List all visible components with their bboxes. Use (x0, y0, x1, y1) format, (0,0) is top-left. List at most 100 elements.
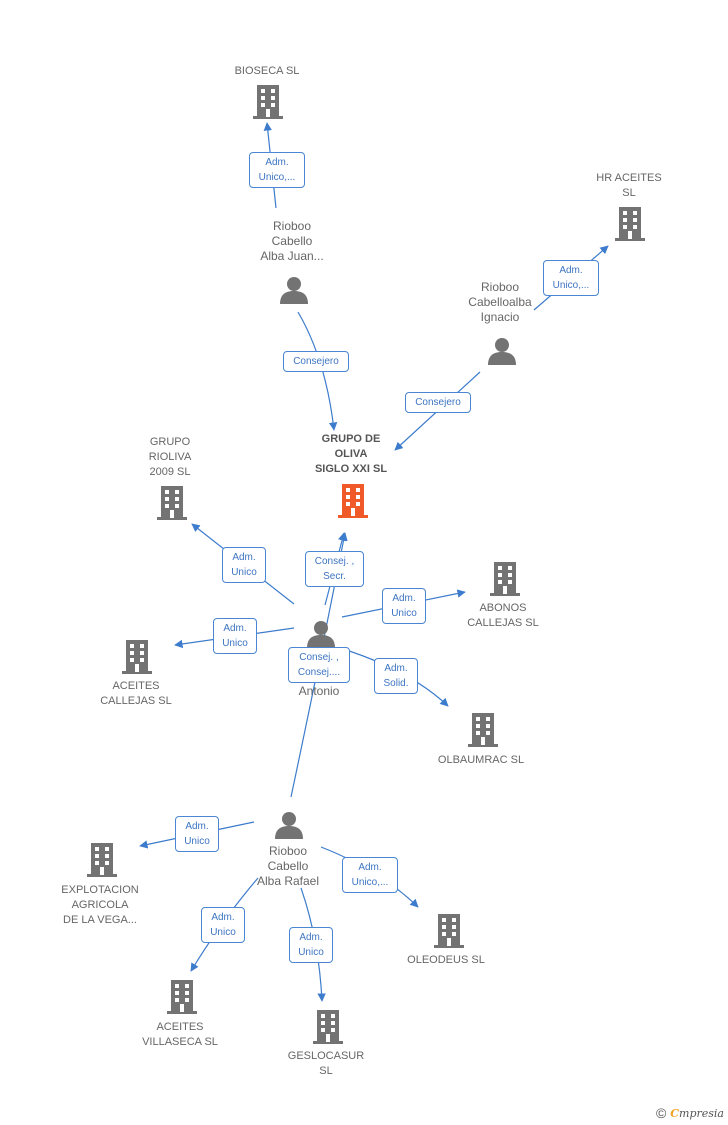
person-name-line: Rioboo (268, 844, 308, 858)
company-name-line: GESLOCASUR (287, 1050, 365, 1062)
company-label-olbaumrac[interactable]: OLBAUMRAC SL (426, 753, 536, 768)
edge-label-antonio-aceites[interactable]: Adm. Unico (213, 618, 257, 654)
company-name-line: ABONOS (479, 602, 527, 614)
role-line: Consej. , (299, 652, 339, 663)
role-line: Adm. (384, 663, 408, 674)
edge-label-rafael-villaseca[interactable]: Adm. Unico (201, 907, 245, 943)
person-icon-antonio[interactable] (307, 621, 335, 648)
role-line: Adm. (299, 932, 323, 943)
company-name-line: OLBAUMRAC SL (437, 754, 525, 766)
company-label-hr-aceites[interactable]: HR ACEITES SL (585, 171, 673, 201)
role-line: Unico (298, 947, 324, 958)
building-icon-explotacion[interactable] (87, 843, 117, 877)
company-name-line: EXPLOTACION (61, 884, 139, 896)
building-icon-hr-aceites[interactable] (615, 207, 645, 241)
company-name-line: RIOLIVA (148, 451, 192, 463)
building-icon-abonos-callejas[interactable] (490, 562, 520, 596)
brand-logo[interactable]: Cmpresia (670, 1107, 724, 1120)
company-name-line: SIGLO XXI SL (314, 463, 388, 475)
company-name-line: SL (622, 187, 636, 199)
company-name-line: CALLEJAS SL (100, 695, 172, 707)
role-line: Adm. (232, 552, 256, 563)
copyright-footer: © Cmpresia (656, 1105, 724, 1121)
person-icon-rioboo-ignacio[interactable] (488, 338, 516, 365)
company-name-line: DE LA VEGA... (63, 914, 137, 926)
role-line: Adm. (185, 821, 209, 832)
role-line: Unico (210, 927, 236, 938)
person-icon-rioboo-juan[interactable] (280, 277, 308, 304)
role-line: Adm. (211, 912, 235, 923)
company-label-bioseca[interactable]: BIOSECA SL (222, 64, 312, 79)
role-line: Unico (184, 836, 210, 847)
company-name-line: 2009 SL (149, 466, 191, 478)
copyright-icon: © (655, 1105, 667, 1121)
company-label-grupo-de-oliva[interactable]: GRUPO DE OLIVA SIGLO XXI SL (296, 432, 406, 477)
company-label-explotacion[interactable]: EXPLOTACION AGRICOLA DE LA VEGA... (50, 883, 150, 928)
brand-name: mpresia (679, 1106, 724, 1120)
company-name-line: GRUPO DE (321, 433, 381, 445)
person-name-line: Cabelloalba (468, 295, 532, 309)
company-name-line: OLIVA (334, 448, 368, 460)
edge-label-juan-bioseca[interactable]: Adm. Unico,... (249, 152, 305, 188)
edge-label-ignacio-grupo[interactable]: Consejero (405, 392, 471, 413)
edge-label-ignacio-hr[interactable]: Adm. Unico,... (543, 260, 599, 296)
building-icon-geslocasur[interactable] (313, 1010, 343, 1044)
role-line: Unico (231, 567, 257, 578)
role-line: Adm. (392, 593, 416, 604)
role-line: Unico,... (351, 877, 389, 888)
company-name-line: GRUPO (149, 436, 191, 448)
person-icon-rioboo-rafael[interactable] (275, 812, 303, 839)
person-label-antonio[interactable]: Antonio (279, 684, 359, 699)
company-label-oleodeus[interactable]: OLEODEUS SL (396, 953, 496, 968)
company-name-line: ACEITES (112, 680, 160, 692)
person-name-line: Cabello (267, 859, 309, 873)
company-label-aceites-villaseca[interactable]: ACEITES VILLASECA SL (130, 1020, 230, 1050)
person-name-line: Cabello (271, 234, 313, 248)
role-line: Unico,... (552, 280, 590, 291)
person-label-rioboo-juan[interactable]: Rioboo Cabello Alba Juan... (242, 219, 342, 264)
edge-label-rafael-oleodeus[interactable]: Adm. Unico,... (342, 857, 398, 893)
edge-label-antonio-abonos[interactable]: Adm. Unico (382, 588, 426, 624)
building-icon-grupo-rioliva[interactable] (157, 486, 187, 520)
role-line: Solid. (383, 678, 409, 689)
edge-label-antonio-rioliva[interactable]: Adm. Unico (222, 547, 266, 583)
person-label-rioboo-ignacio[interactable]: Rioboo Cabelloalba Ignacio (450, 280, 550, 325)
role-line: Unico,... (258, 172, 296, 183)
company-label-aceites-callejas[interactable]: ACEITES CALLEJAS SL (86, 679, 186, 709)
building-icon-bioseca[interactable] (253, 85, 283, 119)
role-line: Consejero (415, 397, 461, 408)
company-label-geslocasur[interactable]: GESLOCASUR SL (276, 1049, 376, 1079)
edge-label-rafael-explotacion[interactable]: Adm. Unico (175, 816, 219, 852)
role-line: Consej. , (314, 556, 355, 567)
building-icon-aceites-villaseca[interactable] (167, 980, 197, 1014)
edge-label-rafael-geslocasur[interactable]: Adm. Unico (289, 927, 333, 963)
role-line: Adm. (265, 157, 289, 168)
person-name-line: Rioboo (272, 219, 312, 233)
company-name-line: AGRICOLA (71, 899, 129, 911)
company-name-line: ACEITES (156, 1021, 204, 1033)
edge-label-juan-grupo[interactable]: Consejero (283, 351, 349, 372)
company-label-abonos-callejas[interactable]: ABONOS CALLEJAS SL (453, 601, 553, 631)
company-name-line: VILLASECA SL (142, 1036, 218, 1048)
edge-label-rafael-grupo[interactable]: Consej. , Consej.... (288, 647, 350, 683)
person-name-line: Rioboo (480, 280, 520, 294)
role-line: Consejero (293, 356, 339, 367)
role-line: Adm. (223, 623, 247, 634)
role-line: Unico (391, 608, 417, 619)
role-line: Secr. (323, 571, 346, 582)
person-label-rioboo-rafael[interactable]: Rioboo Cabello Alba Rafael (238, 844, 338, 889)
person-name-line: Alba Rafael (256, 874, 320, 888)
person-name-line: Ignacio (480, 310, 520, 324)
building-icon-aceites-callejas[interactable] (122, 640, 152, 674)
building-icon-grupo-de-oliva[interactable] (338, 484, 368, 518)
edge-label-antonio-grupo[interactable]: Consej. , Secr. (305, 551, 364, 587)
company-label-grupo-rioliva[interactable]: GRUPO RIOLIVA 2009 SL (130, 435, 210, 480)
building-icon-olbaumrac[interactable] (468, 713, 498, 747)
company-name-line: OLEODEUS SL (407, 954, 485, 966)
person-name-line: Antonio (298, 684, 340, 698)
edge-label-antonio-olbaumrac[interactable]: Adm. Solid. (374, 658, 418, 694)
building-icon-oleodeus[interactable] (434, 914, 464, 948)
role-line: Adm. (559, 265, 583, 276)
company-name-line: SL (319, 1065, 333, 1077)
